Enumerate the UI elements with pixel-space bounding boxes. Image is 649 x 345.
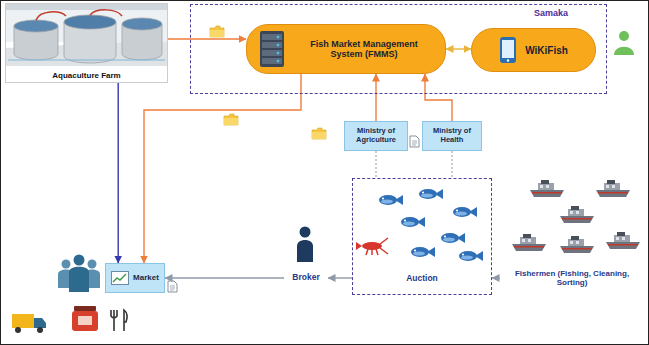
node-label: Fish Market Management System (FMMS): [293, 39, 435, 60]
connector: [492, 277, 500, 278]
node-label: Auction: [353, 273, 491, 283]
chart-icon: [111, 271, 129, 285]
phone-icon: [499, 36, 517, 64]
ministry-box: Ministry of Agriculture: [344, 121, 408, 151]
broker-icon: [297, 227, 313, 263]
app-box: WiKiFish: [471, 28, 596, 72]
node-label: Samaka: [534, 8, 568, 18]
connector: [376, 151, 377, 178]
node-label: Aquaculture Farm: [6, 71, 167, 80]
user-icon: [614, 31, 634, 55]
connector: [452, 151, 453, 178]
folder-icon: [224, 114, 238, 125]
connector: [144, 74, 301, 263]
market-box: Market: [105, 263, 165, 293]
ministry-box: Ministry of Health: [422, 121, 482, 151]
document-icon: [410, 136, 419, 147]
actor-label: Fishermen (Fishing, Cleaning, Sorting): [500, 265, 644, 292]
actor-label: Broker: [284, 269, 328, 287]
connector: [117, 83, 118, 263]
truck-icon: [12, 314, 46, 333]
connector: [328, 277, 352, 278]
connector: [446, 48, 471, 49]
fish-catch: [356, 189, 483, 261]
document-icon: [168, 281, 177, 292]
auction-group: Auction: [352, 178, 492, 295]
server-icon: [257, 30, 287, 68]
node-label: Market: [133, 273, 159, 282]
customers-icon: [58, 255, 100, 293]
connector: [375, 74, 376, 121]
node-label: Broker: [292, 273, 319, 283]
jar-icon: [72, 306, 98, 331]
fishing-boats: [512, 180, 640, 253]
node-label: WiKiFish: [525, 45, 568, 56]
connector: [425, 74, 452, 121]
node-label: Fishermen (Fishing, Cleaning, Sorting): [500, 269, 644, 287]
connector: [168, 38, 246, 39]
connector: [165, 277, 284, 278]
aquaculture-picture: [6, 4, 167, 66]
node-label: Ministry of Agriculture: [348, 127, 404, 144]
image-box: Aquaculture Farm: [5, 3, 168, 83]
folder-icon: [312, 128, 326, 139]
system-box: Fish Market Management System (FMMS): [246, 24, 446, 74]
node-label: Ministry of Health: [426, 127, 478, 144]
system-group: SamakaFish Market Management System (FMM…: [190, 4, 607, 94]
cutlery-icon: [111, 310, 127, 331]
folder-icon: [210, 26, 224, 37]
